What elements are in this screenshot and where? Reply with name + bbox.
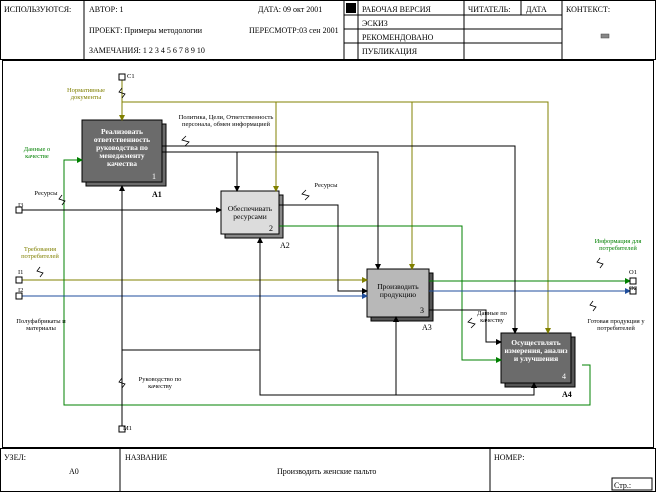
block-a2[interactable] — [220, 190, 284, 239]
node-label: УЗЕЛ: — [4, 453, 26, 462]
revision-field: ПЕРЕСМОТР:03 сен 2001 — [249, 26, 339, 35]
block-a4[interactable] — [500, 332, 576, 388]
page-label: Стр.: — [614, 481, 632, 490]
reader-label: ЧИТАТЕЛЬ: — [468, 5, 511, 14]
tunnel-o2-label: O2 — [629, 285, 637, 292]
label-customer-reqs: Требования потребителей — [21, 246, 59, 260]
arrow-resources-a2-out — [279, 204, 368, 294]
block-a2-number: 2 — [269, 224, 273, 233]
arrow-resources-to-a4 — [279, 225, 502, 363]
label-customer-info: Информация для потребителей — [594, 238, 642, 252]
label-measurements: Данные по качеству — [477, 310, 507, 324]
reader-date-label: ДАТА — [526, 5, 547, 14]
block-a1[interactable] — [81, 119, 167, 187]
tunnel-o1 — [629, 277, 637, 285]
tunnel-c1-label: C1 — [127, 73, 135, 80]
tunnel-m1 — [118, 425, 126, 433]
arrow-policy — [162, 145, 518, 334]
label-policy: Политика, Цели, Ответственность персонал… — [178, 114, 274, 128]
label-quality-data: Данные о качестве — [23, 146, 51, 160]
tunnel-o1-label: O1 — [629, 269, 637, 276]
block-a3-id: А3 — [422, 323, 432, 332]
block-a2-label: Обеспечивать ресурсами — [227, 204, 273, 221]
block-a2-id: А2 — [280, 241, 290, 250]
block-a3[interactable] — [366, 268, 434, 322]
arrow-measurements — [429, 309, 502, 345]
tunnel-m1-label: M1 — [123, 425, 133, 432]
label-normative-docs: Нормативные документы — [66, 87, 105, 101]
label-materials: Полуфабрикаты и материалы — [16, 318, 66, 332]
label-leaders — [36, 87, 604, 389]
notes-field: ЗАМЕЧАНИЯ: 1 2 3 4 5 6 7 8 9 10 — [89, 46, 205, 55]
used-at-label: ИСПОЛЬЗУЮТСЯ: — [4, 5, 72, 14]
tunnel-i2-label: I2 — [18, 287, 24, 294]
name-label: НАЗВАНИЕ — [125, 453, 168, 462]
label-management: Руководство по качеству — [138, 376, 182, 390]
arrow-quality-data — [63, 157, 591, 406]
tunnel-i2 — [15, 292, 23, 300]
tunnel-i3 — [15, 206, 23, 214]
date-field: ДАТА: 09 окт 2001 — [258, 5, 323, 14]
tunnel-i1 — [15, 276, 23, 284]
title-block-header: ИСПОЛЬЗУЮТСЯ: АВТОР: 1 ДАТА: 09 окт 2001… — [0, 0, 656, 60]
status-publication[interactable]: ПУБЛИКАЦИЯ — [362, 47, 418, 56]
block-a4-number: 4 — [562, 372, 566, 381]
label-resources-1: Ресурсы — [34, 190, 58, 197]
node-value: А0 — [69, 467, 79, 476]
block-a3-label: Производить продукцию — [377, 282, 419, 299]
label-resources-2: Ресурсы — [314, 182, 338, 189]
status-recommended[interactable]: РЕКОМЕНДОВАНО — [362, 33, 434, 42]
block-a4-label: Осуществлять измерения, анализ и улучшен… — [504, 338, 568, 363]
label-finished-products: Готовая продукция у потребителей — [587, 318, 645, 332]
status-working[interactable]: РАБОЧАЯ ВЕРСИЯ — [362, 5, 431, 14]
block-a1-number: 1 — [152, 172, 156, 181]
author-field: АВТОР: 1 — [89, 5, 124, 14]
diagram-frame — [2, 60, 654, 448]
block-a1-id: А1 — [152, 190, 162, 199]
block-a3-number: 3 — [420, 306, 424, 315]
tunnel-o2 — [629, 287, 637, 295]
block-a1-label: Реализовать ответственность руководства … — [93, 127, 151, 168]
arrow-management — [119, 185, 537, 426]
number-label: НОМЕР: — [494, 453, 525, 462]
context-label: КОНТЕКСТ: — [566, 5, 611, 14]
arrow-normative-docs — [119, 80, 551, 334]
title-block-footer: УЗЕЛ: А0 НАЗВАНИЕ Производить женские па… — [0, 448, 656, 492]
tunnel-i3-label: I3 — [18, 202, 24, 209]
status-draft[interactable]: ЭСКИЗ — [362, 19, 388, 28]
block-a4-id: А4 — [562, 390, 572, 399]
diagram-name: Производить женские пальто — [277, 467, 377, 476]
project-field: ПРОЕКТ: Примеры методологии — [89, 26, 203, 35]
tunnel-i1-label: I1 — [18, 269, 24, 276]
tunnel-c1 — [118, 73, 126, 81]
